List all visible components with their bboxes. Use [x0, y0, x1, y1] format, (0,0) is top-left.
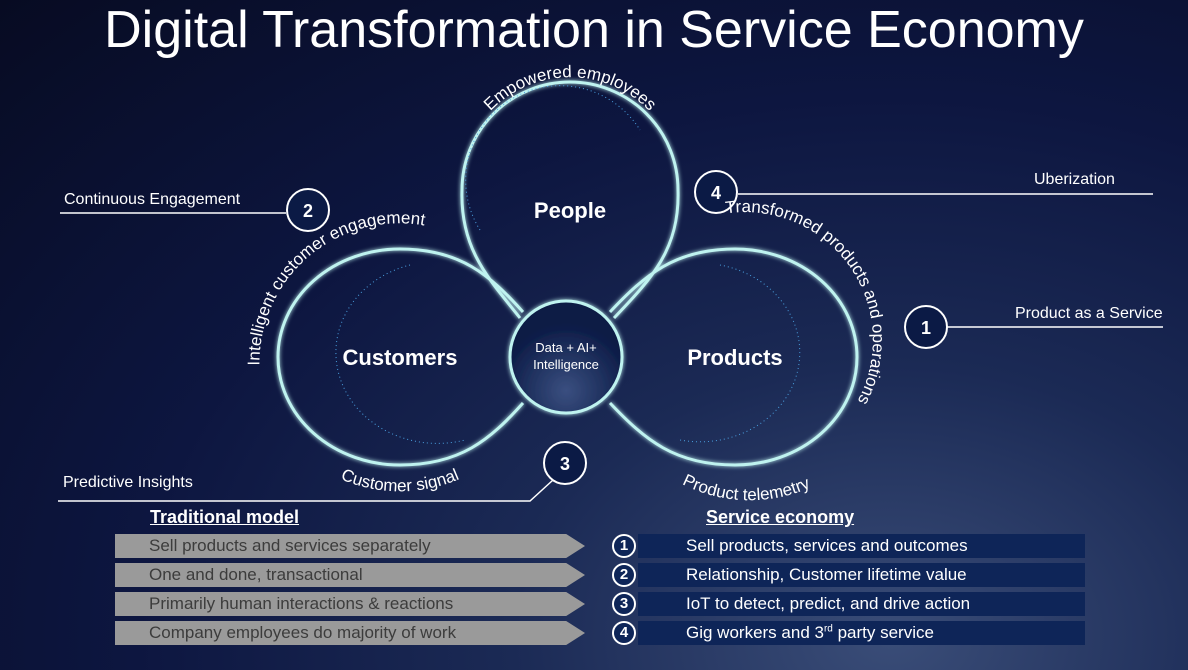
service-item: Gig workers and 3rd party service — [638, 621, 1085, 645]
svg-text:4: 4 — [711, 183, 721, 203]
superscript: rd — [823, 623, 833, 635]
product-telemetry-label: Product telemetry — [680, 470, 813, 504]
traditional-item: Primarily human interactions & reactions — [115, 592, 585, 616]
products-loop — [608, 247, 859, 467]
customers-label: Customers — [343, 345, 458, 370]
traditional-item: Company employees do majority of work — [115, 621, 585, 645]
svg-text:3: 3 — [560, 454, 570, 474]
traditional-model-header: Traditional model — [150, 507, 300, 527]
service-item-text: Gig workers and 3 — [686, 623, 824, 642]
service-item: Sell products, services and outcomes — [638, 534, 1085, 558]
products-arc-label: Transformed products and operations — [724, 197, 888, 408]
service-number-badge: 3 — [612, 592, 636, 616]
predictive-insights-label: Predictive Insights — [63, 474, 193, 491]
people-label: People — [534, 198, 606, 223]
callout-2: 2 — [286, 188, 330, 232]
center-line1: Data + AI+ — [535, 340, 596, 355]
traditional-item: One and done, transactional — [115, 563, 585, 587]
callout-4: 4 — [694, 170, 738, 214]
product-as-a-service-label: Product as a Service — [1015, 305, 1163, 322]
service-item: Relationship, Customer lifetime value — [638, 563, 1085, 587]
uberization-label: Uberization — [1034, 171, 1115, 188]
slide-title: Digital Transformation in Service Econom… — [104, 1, 1084, 59]
callout-1: 1 — [904, 305, 948, 349]
service-number-badge: 2 — [612, 563, 636, 587]
customers-loop — [276, 247, 525, 467]
people-loop — [460, 80, 680, 320]
service-number-badge: 1 — [612, 534, 636, 558]
people-arc-label: Empowered employees — [480, 62, 660, 114]
traditional-item: Sell products and services separately — [115, 534, 585, 558]
products-label: Products — [687, 345, 782, 370]
service-number-badge: 4 — [612, 621, 636, 645]
service-item: IoT to detect, predict, and drive action — [638, 592, 1085, 616]
center-line2: Intelligence — [533, 357, 599, 372]
service-economy-header: Service economy — [706, 507, 855, 527]
customer-signal-label: Customer signal — [339, 465, 462, 495]
continuous-engagement-label: Continuous Engagement — [64, 191, 241, 208]
service-item-text: party service — [832, 623, 934, 642]
center-hub — [508, 299, 624, 415]
svg-text:2: 2 — [303, 201, 313, 221]
customers-arc-label: Intelligent customer engagement — [244, 208, 427, 365]
svg-text:1: 1 — [921, 318, 931, 338]
callout-3: 3 — [543, 441, 587, 485]
